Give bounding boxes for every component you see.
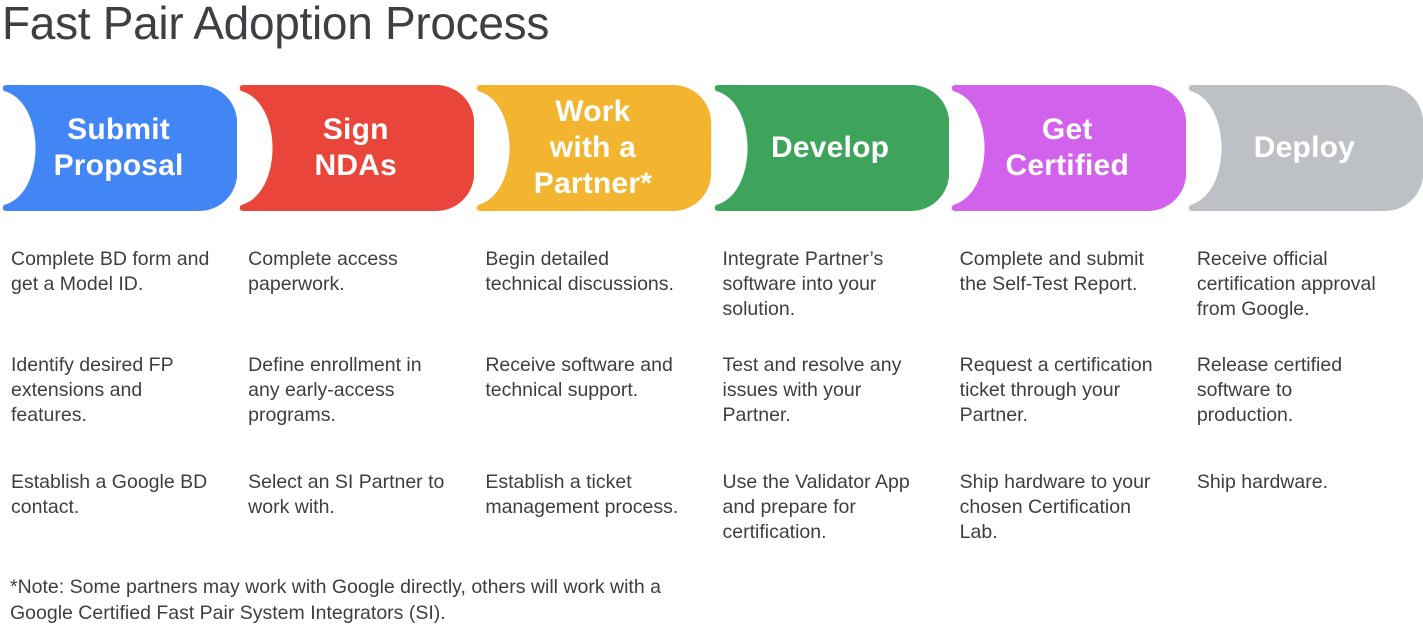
step-arrow-shape-get-certified [951,85,1186,211]
step-sign-ndas: Sign NDAs [237,85,475,211]
task-submit-proposal-1: Complete BD form and get a Model ID. [11,248,210,295]
task-develop-1: Integrate Partner’s software into your s… [722,248,884,320]
task-deploy-2: Release certified software to production… [1196,354,1343,426]
task-deploy-1: Receive official certification approval … [1196,248,1376,320]
step-get-certified: Get Certified [949,85,1186,211]
step-deploy: Deploy [1186,85,1423,211]
task-sign-ndas-1: Complete access paperwork. [248,248,398,295]
step-submit-proposal: Submit Proposal [0,85,238,211]
step-arrow-shape-deploy [1188,85,1423,211]
task-deploy-3: Ship hardware. [1196,471,1328,493]
task-submit-proposal-2: Identify desired FP extensions and featu… [11,354,174,426]
task-submit-proposal-3: Establish a Google BD contact. [11,471,208,518]
task-get-certified-1: Complete and submit the Self-Test Report… [959,248,1144,295]
task-sign-ndas-3: Select an SI Partner to work with. [248,471,445,518]
task-work-with-a-partner-2: Receive software and technical support. [485,354,673,401]
step-details-grid: Complete BD form and get a Model ID. Comp… [0,247,1423,545]
step-arrow-shape-work-with-a-partner [476,85,712,211]
task-get-certified-2: Request a certification ticket through y… [959,354,1153,426]
task-work-with-a-partner-1: Begin detailed technical discussions. [485,248,674,295]
task-develop-3: Use the Validator App and prepare for ce… [722,471,910,543]
footnote: *Note: Some partners may work with Googl… [10,576,661,624]
step-develop: Develop [712,85,949,211]
task-develop-2: Test and resolve any issues with your Pa… [722,354,902,426]
step-label-develop: Develop [771,131,890,164]
step-label-submit-proposal: Submit Proposal [53,113,184,182]
step-label-work-with-a-partner: Work with a Partner* [533,95,653,200]
step-arrow-shape-sign-ndas [239,85,475,211]
page-title: Fast Pair Adoption Process [2,0,550,49]
task-work-with-a-partner-3: Establish a ticket management process. [485,471,679,518]
step-arrow-shape-submit-proposal [2,85,238,211]
step-label-sign-ndas: Sign NDAs [314,113,397,182]
process-steps-row: Submit Proposal Sign NDAs Work with a Part… [0,85,1423,211]
step-label-deploy: Deploy [1253,131,1356,164]
step-arrow-shape-develop [714,85,949,211]
step-label-get-certified: Get Certified [1005,113,1129,182]
task-get-certified-3: Ship hardware to your chosen Certificati… [959,471,1151,543]
step-work-with-a-partner: Work with a Partner* [474,85,712,211]
task-sign-ndas-2: Define enrollment in any early-access pr… [248,354,422,426]
